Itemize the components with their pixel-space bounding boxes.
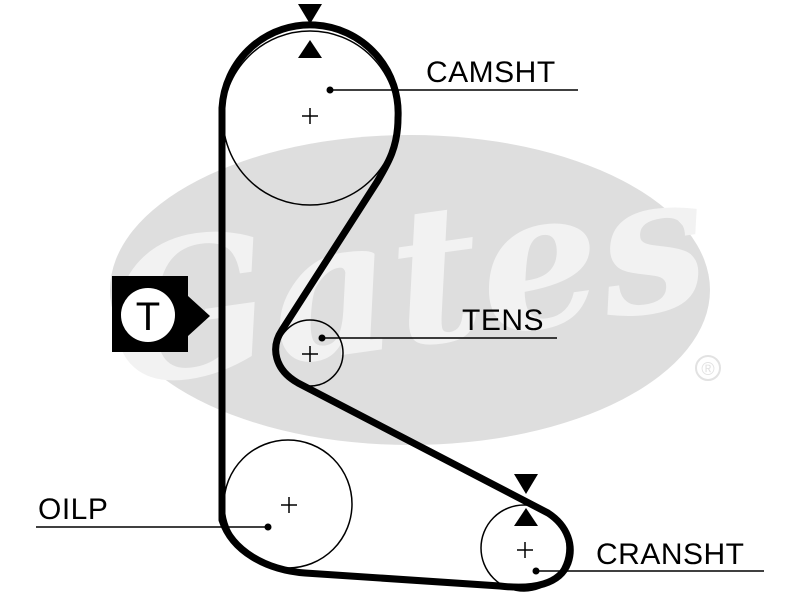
camshaft-timing-arrow-up-icon (298, 40, 322, 58)
crankshaft-leader-dot (532, 567, 540, 575)
tensioner-badge: T (112, 276, 210, 352)
oil-pump-centre-cross-icon (281, 497, 297, 513)
oil-pump-leader-dot (264, 523, 272, 531)
oil-pump-label: OILP (38, 493, 108, 526)
camshaft-leader-dot (326, 86, 334, 94)
crankshaft-timing-mark (514, 474, 538, 526)
tensioner-badge-circle (121, 288, 175, 342)
camshaft-label: CAMSHT (426, 56, 556, 89)
timing-belt (218, 21, 574, 591)
camshaft-timing-mark (298, 4, 322, 58)
leader-lines (36, 89, 764, 572)
crankshaft-timing-arrow-down-icon (514, 474, 538, 494)
crankshaft-centre-cross-icon (517, 542, 533, 558)
leader-dots (264, 86, 540, 575)
tensioner-badge-letter: T (136, 295, 160, 339)
registered-mark-text: ® (701, 359, 714, 379)
camshaft-timing-arrow-down-icon (298, 4, 322, 24)
crankshaft-timing-arrow-up-icon (514, 508, 538, 526)
tensioner-label: TENS (462, 304, 544, 337)
watermark-oval (110, 135, 710, 445)
tensioner-centre-cross-icon (302, 346, 318, 362)
registered-mark-icon (695, 355, 721, 381)
gates-watermark: Gates ® (94, 126, 721, 445)
camshaft-centre-cross-icon (302, 108, 318, 124)
crankshaft-label: CRANSHT (596, 538, 745, 571)
tensioner-leader-dot (318, 334, 326, 342)
pulley-centres (281, 108, 533, 558)
